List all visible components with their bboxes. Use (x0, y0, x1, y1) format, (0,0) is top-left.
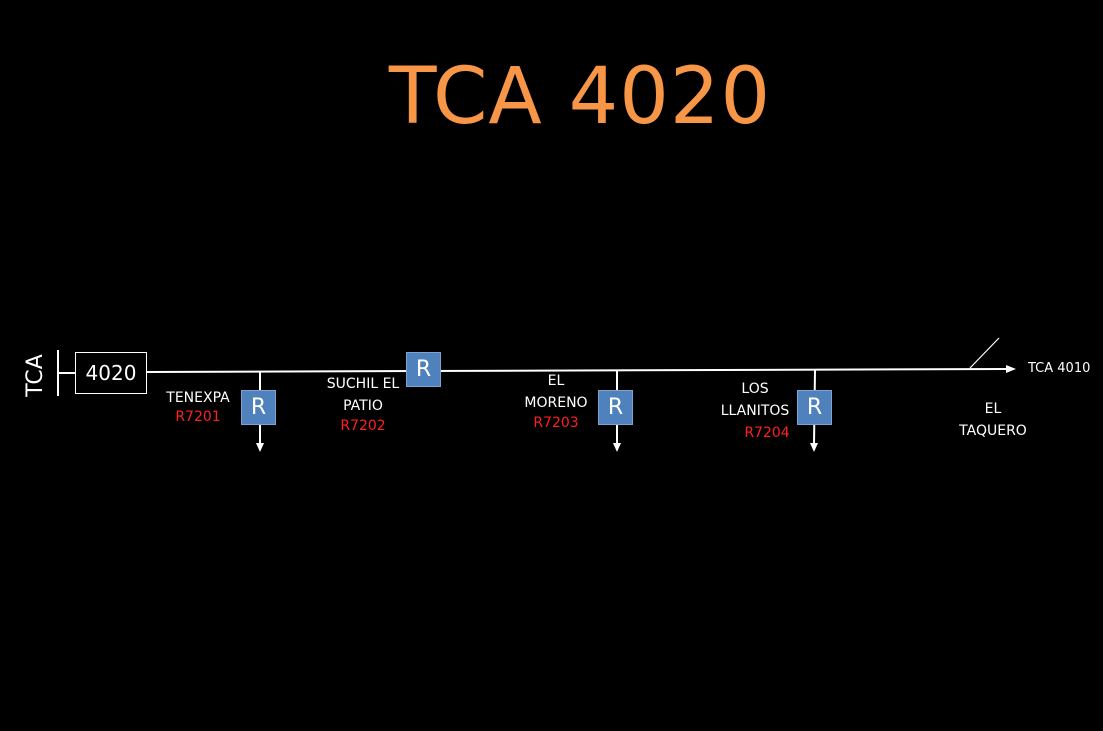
recloser-r7204-code: R7204 (744, 425, 790, 441)
end-location-name-line: TAQUERO (959, 423, 1027, 439)
recloser-r7201-name-line: TENEXPA (166, 390, 230, 406)
recloser-r7204-name-line: LLANITOS (720, 403, 790, 419)
recloser-r7202-name-line: SUCHIL EL (326, 376, 400, 392)
recloser-r7201[interactable]: R (241, 390, 276, 425)
recloser-r7203-name: EL MORENO (511, 370, 601, 414)
recloser-r7202-name-line: PATIO (343, 398, 383, 414)
branch-arrow-tenexpa (256, 443, 264, 452)
recloser-r7203-code: R7203 (533, 415, 579, 431)
recloser-r7203-name-line: MORENO (524, 395, 588, 411)
main-feeder-line (146, 368, 1009, 373)
recloser-r7202-name: SUCHIL EL PATIO (313, 373, 413, 417)
recloser-r7202[interactable]: R (406, 352, 441, 387)
source-label-text: TCA (22, 353, 48, 397)
branch-arrow-los-llanitos (810, 443, 818, 452)
feeder-box: 4020 (75, 352, 147, 394)
recloser-r7202-code: R7202 (340, 418, 386, 434)
recloser-r7204-name: LOS LLANITOS (710, 378, 800, 422)
tie-feeder-label: TCA 4010 (1028, 361, 1091, 376)
recloser-r7204-name-line: LOS (741, 381, 769, 397)
recloser-r7201-name: TENEXPA (158, 387, 238, 409)
branch-arrow-el-moreno (613, 443, 621, 452)
end-location-label: EL TAQUERO (948, 398, 1038, 442)
end-location-name-line: EL (984, 401, 1002, 417)
tie-arrowhead (1006, 365, 1016, 373)
diagram-title: TCA 4020 (388, 52, 772, 142)
recloser-r7203-name-line: EL (547, 373, 565, 389)
open-switch-icon (969, 337, 1000, 369)
recloser-r7201-code: R7201 (175, 409, 221, 425)
source-label: TCA (22, 350, 48, 400)
recloser-r7204[interactable]: R (797, 390, 832, 425)
recloser-r7203[interactable]: R (598, 390, 633, 425)
